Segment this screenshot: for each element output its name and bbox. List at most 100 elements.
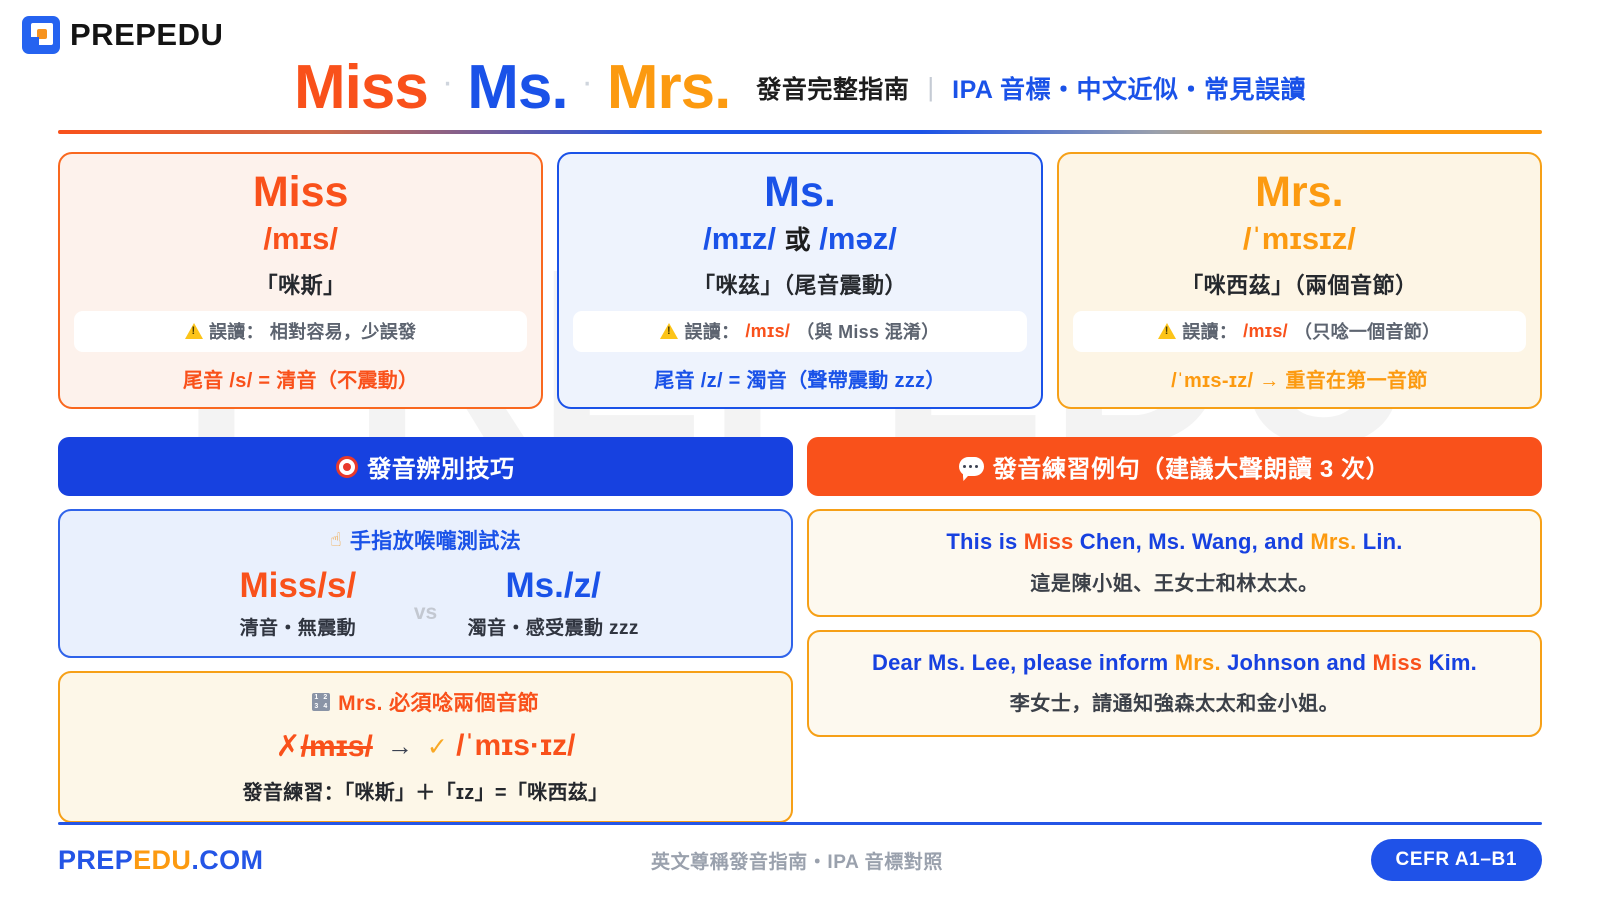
warning-triangle-icon xyxy=(185,323,203,340)
word-card-mrs: Mrs. /ˈmɪsɪz/ 「咪西茲」（兩個音節） 誤讀： /mɪs/ （只唸一… xyxy=(1056,152,1542,410)
sentence-part: Chen, Ms. Wang, and xyxy=(1073,529,1311,554)
card-note: /ˈmɪs-ɪz/ → 重音在第一音節 xyxy=(1171,370,1428,393)
footer-brand[interactable]: PREPEDU.COM xyxy=(58,845,263,876)
sentence-part-miss: Miss xyxy=(1372,649,1423,675)
voiced-pair: Ms./z/ xyxy=(453,566,653,605)
target-icon xyxy=(336,455,359,478)
page-title: Miss · Ms. · Mrs. 發音完整指南 | IPA 音標・中文近似・常… xyxy=(0,52,1600,123)
voiceless-sub: 清音・無震動 xyxy=(239,617,357,639)
card-warning-label: 誤讀： xyxy=(684,322,740,343)
sentence-english: This is Miss Chen, Ms. Wang, and Mrs. Li… xyxy=(823,528,1526,556)
voiced-word: Ms. xyxy=(505,566,564,605)
card-approx: 「咪斯」 xyxy=(255,273,346,299)
title-separator-2: · xyxy=(581,62,593,101)
tip-panel-title-label: 手指放喉嚨測試法 xyxy=(349,530,522,553)
voiced-side: Ms./z/ 濁音・感受震動 zzz xyxy=(453,566,653,640)
correct-mark-group: ✓ /ˈmɪs·ɪz/ xyxy=(427,729,576,763)
title-subtitle-cn: 發音完整指南 xyxy=(756,75,910,104)
title-word-ms: Ms. xyxy=(467,53,568,122)
card-warning: 誤讀： /mɪs/ （只唸一個音節） xyxy=(1072,311,1526,353)
footer-divider xyxy=(58,822,1542,825)
card-word: Mrs. xyxy=(1255,168,1344,216)
sentence-part: This is xyxy=(946,529,1024,554)
check-mark-icon: ✓ xyxy=(426,733,448,762)
voiceless-ipa: /s/ xyxy=(317,566,357,605)
card-word: Ms. xyxy=(764,168,836,216)
card-ipa-a: /mɪz/ xyxy=(703,221,777,257)
card-warning-label: 誤讀： xyxy=(209,322,264,343)
card-warning-tail: （只唸一個音節） xyxy=(1293,322,1441,343)
sentence-part: Dear Ms. Lee, please inform xyxy=(872,649,1175,675)
card-note: 尾音 /z/ = 濁音（聲帶震動 zzz） xyxy=(654,370,946,393)
logo-notch xyxy=(31,37,39,54)
card-ipa: /ˈmɪsɪz/ xyxy=(1242,221,1356,257)
tip-panel-finger-test: ☝ 手指放喉嚨測試法 Miss/s/ 清音・無震動 vs Ms./z/ xyxy=(58,509,793,658)
card-warning-tail: （與 Miss 混淆） xyxy=(796,322,940,343)
card-note: 尾音 /s/ = 清音（不震動） xyxy=(182,370,419,393)
voiced-ipa: /z/ xyxy=(563,566,601,605)
sentence-part-miss: Miss xyxy=(1023,529,1074,554)
card-warning-value: 相對容易，少誤發 xyxy=(269,322,417,343)
footer: PREPEDU.COM 英文尊稱發音指南・IPA 音標對照 CEFR A1–B1 xyxy=(58,832,1542,888)
tip-panel-title: ☝ 手指放喉嚨測試法 xyxy=(72,525,779,555)
card-warning-ipa: /mɪs/ xyxy=(745,320,791,341)
practice-sentence-2: Dear Ms. Lee, please inform Mrs. Johnson… xyxy=(807,629,1542,737)
sentence-part-mrs: Mrs. xyxy=(1174,649,1221,675)
voiced-sub: 濁音・感受震動 zzz xyxy=(467,617,639,639)
practice-column: 發音練習例句（建議大聲朗讀 3 次） This is Miss Chen, Ms… xyxy=(807,437,1542,823)
card-ipa-b: /məz/ xyxy=(819,221,897,257)
wrong-ipa: /mɪs/ xyxy=(300,729,373,763)
footer-brand-pre: PREP xyxy=(58,844,134,875)
title-separator-1: · xyxy=(441,62,454,101)
word-card-miss: Miss /mɪs/ 「咪斯」 誤讀： 相對容易，少誤發 尾音 /s/ = 清音… xyxy=(58,152,544,410)
voiceless-side: Miss/s/ 清音・無震動 xyxy=(198,566,398,640)
cefr-level-badge: CEFR A1–B1 xyxy=(1370,839,1542,881)
sentence-part-mrs: Mrs. xyxy=(1310,529,1357,554)
tips-column: 發音辨別技巧 ☝ 手指放喉嚨測試法 Miss/s/ 清音・無震動 vs xyxy=(58,437,793,823)
syllable-correction-row: ✗/mɪs/ → ✓ /ˈmɪs·ɪz/ xyxy=(72,729,779,764)
voiced-vs-voiceless-row: Miss/s/ 清音・無震動 vs Ms./z/ 濁音・感受震動 zzz xyxy=(72,566,779,640)
sentence-part: Johnson and xyxy=(1220,649,1373,675)
card-approx: 「咪茲」（尾音震動） xyxy=(692,273,907,299)
brand-logo-text: PREPEDU xyxy=(70,17,224,52)
card-ipa: /mɪs/ xyxy=(263,221,338,257)
sentence-chinese: 這是陳小姐、王女士和林太太。 xyxy=(1030,572,1319,595)
title-subtitle-blue: IPA 音標・中文近似・常見誤讀 xyxy=(952,75,1306,104)
card-warning: 誤讀： /mɪs/ （與 Miss 混淆） xyxy=(573,311,1027,353)
tips-heading-label: 發音辨別技巧 xyxy=(367,456,515,483)
practice-section-heading: 發音練習例句（建議大聲朗讀 3 次） xyxy=(807,437,1542,496)
lower-sections: 發音辨別技巧 ☝ 手指放喉嚨測試法 Miss/s/ 清音・無震動 vs xyxy=(58,437,1542,823)
card-warning: 誤讀： 相對容易，少誤發 xyxy=(74,311,528,353)
arrow-icon: → xyxy=(386,730,413,761)
card-warning-ipa: /mɪs/ xyxy=(1243,320,1288,341)
speech-bubble-icon xyxy=(958,457,984,476)
footer-caption: 英文尊稱發音指南・IPA 音標對照 xyxy=(650,851,944,873)
card-approx: 「咪西茲」（兩個音節） xyxy=(1181,273,1418,299)
wrong-mark: ✗ xyxy=(275,729,301,763)
sentence-part: Lin. xyxy=(1356,529,1403,554)
card-word: Miss xyxy=(252,168,349,216)
card-ipa: /mɪz/ 或 /məz/ xyxy=(573,222,1026,256)
tip-panel-title-label: Mrs. 必須唸兩個音節 xyxy=(338,691,539,715)
pointing-finger-icon: ☝ xyxy=(329,529,342,551)
wrong-mark-group: ✗/mɪs/ xyxy=(276,729,373,764)
correct-ipa: /ˈmɪs·ɪz/ xyxy=(456,729,576,763)
warning-triangle-icon xyxy=(660,323,679,340)
header-gradient-divider xyxy=(58,130,1542,134)
title-divider-bar: | xyxy=(927,72,935,102)
footer-brand-edu: EDU xyxy=(133,844,192,875)
warning-triangle-icon xyxy=(1158,323,1177,340)
word-card-ms: Ms. /mɪz/ 或 /məz/ 「咪茲」（尾音震動） 誤讀： /mɪs/ （… xyxy=(557,152,1043,410)
syllable-practice-note: 發音練習：「咪斯」＋「ɪz」=「咪西茲」 xyxy=(242,781,609,804)
voiceless-pair: Miss/s/ xyxy=(198,566,398,605)
word-cards-row: Miss /mɪs/ 「咪斯」 誤讀： 相對容易，少誤發 尾音 /s/ = 清音… xyxy=(58,152,1542,410)
footer-brand-post: .COM xyxy=(191,844,264,875)
title-word-mrs: Mrs. xyxy=(606,53,731,122)
card-warning-label: 誤讀： xyxy=(1182,322,1238,343)
card-ipa-or: 或 xyxy=(784,225,811,256)
sentence-part: Kim. xyxy=(1422,649,1477,675)
